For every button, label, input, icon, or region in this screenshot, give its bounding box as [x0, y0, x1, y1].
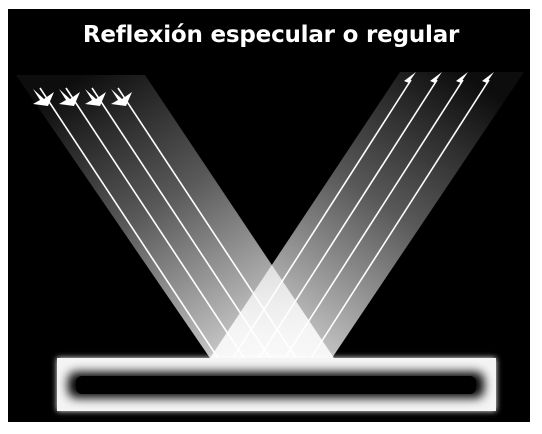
- reflective-surface: [57, 358, 496, 411]
- diagram-title: Reflexión especular o regular: [0, 22, 542, 48]
- reflected-beam: [208, 72, 524, 361]
